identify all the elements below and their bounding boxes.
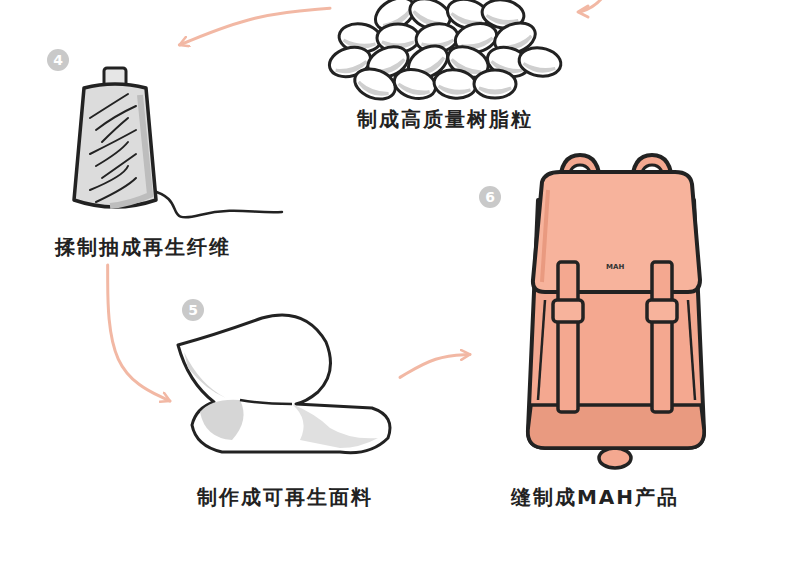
pellet-outline — [432, 68, 477, 101]
pellet-outline — [517, 45, 563, 79]
buckle — [647, 300, 677, 322]
thread-winding — [96, 178, 136, 202]
resin-pellets — [326, 0, 563, 105]
step-caption: 制作成可再生面料 — [197, 483, 373, 511]
process-step: 制成高质量树脂粒 — [330, 0, 560, 137]
resin-pellet — [474, 70, 516, 98]
strap — [652, 262, 672, 412]
process-step: 制作成可再生面料 — [170, 300, 400, 515]
pellet-shade — [357, 82, 389, 98]
step-caption: 揉制抽成再生纤维 — [55, 233, 231, 261]
process-step: 揉制抽成再生纤维 — [40, 45, 245, 265]
seam — [688, 300, 695, 400]
spool-cone — [74, 84, 156, 207]
thread-winding — [96, 106, 136, 130]
pellet-shade — [479, 88, 511, 93]
resin-pellet — [350, 63, 399, 104]
backpack-bottom — [528, 405, 704, 448]
yarn-spool — [74, 68, 282, 217]
thread-winding — [102, 118, 128, 142]
backpack — [528, 155, 704, 468]
pellet-shade — [397, 84, 429, 97]
pellet-shade — [523, 63, 555, 73]
resin-pellet — [391, 65, 439, 102]
callout-number: 5 — [182, 299, 204, 321]
callout-number: 4 — [47, 49, 69, 71]
bottom-loop — [599, 448, 631, 468]
process-step: 缝制成MAH产品 — [470, 150, 720, 515]
spool-shade — [110, 95, 150, 206]
resin-pellet — [517, 45, 563, 79]
step-caption: 制成高质量树脂粒 — [357, 105, 533, 133]
flow-arrow — [400, 354, 470, 377]
pellet-outline — [391, 65, 439, 102]
seam — [538, 300, 545, 400]
flap-shade — [542, 190, 548, 282]
thread-windings — [90, 94, 136, 202]
flow-arrow — [179, 8, 330, 45]
resin-pellet — [432, 68, 477, 101]
fabric-outline — [178, 315, 390, 453]
fabric-fold-line — [240, 400, 292, 404]
step-caption: 缝制成MAH产品 — [511, 483, 679, 511]
fabric — [178, 315, 390, 453]
flow-arrow — [108, 265, 170, 401]
thread-winding — [90, 94, 128, 118]
pellet-outline — [350, 63, 399, 104]
strap — [558, 262, 578, 412]
incoming-arrow-head — [578, 6, 588, 17]
thread-tail — [150, 190, 282, 217]
fabric-shade — [184, 352, 226, 398]
fabric-fold — [200, 400, 244, 440]
brand-logo: MAH — [605, 263, 625, 272]
fabric-shade — [292, 404, 378, 448]
thread-winding — [90, 130, 136, 154]
callout-number: 6 — [479, 186, 501, 208]
buckle — [553, 300, 583, 322]
thread-winding — [90, 166, 128, 190]
pellet-outline — [474, 70, 516, 98]
pellet-shade — [438, 86, 470, 95]
